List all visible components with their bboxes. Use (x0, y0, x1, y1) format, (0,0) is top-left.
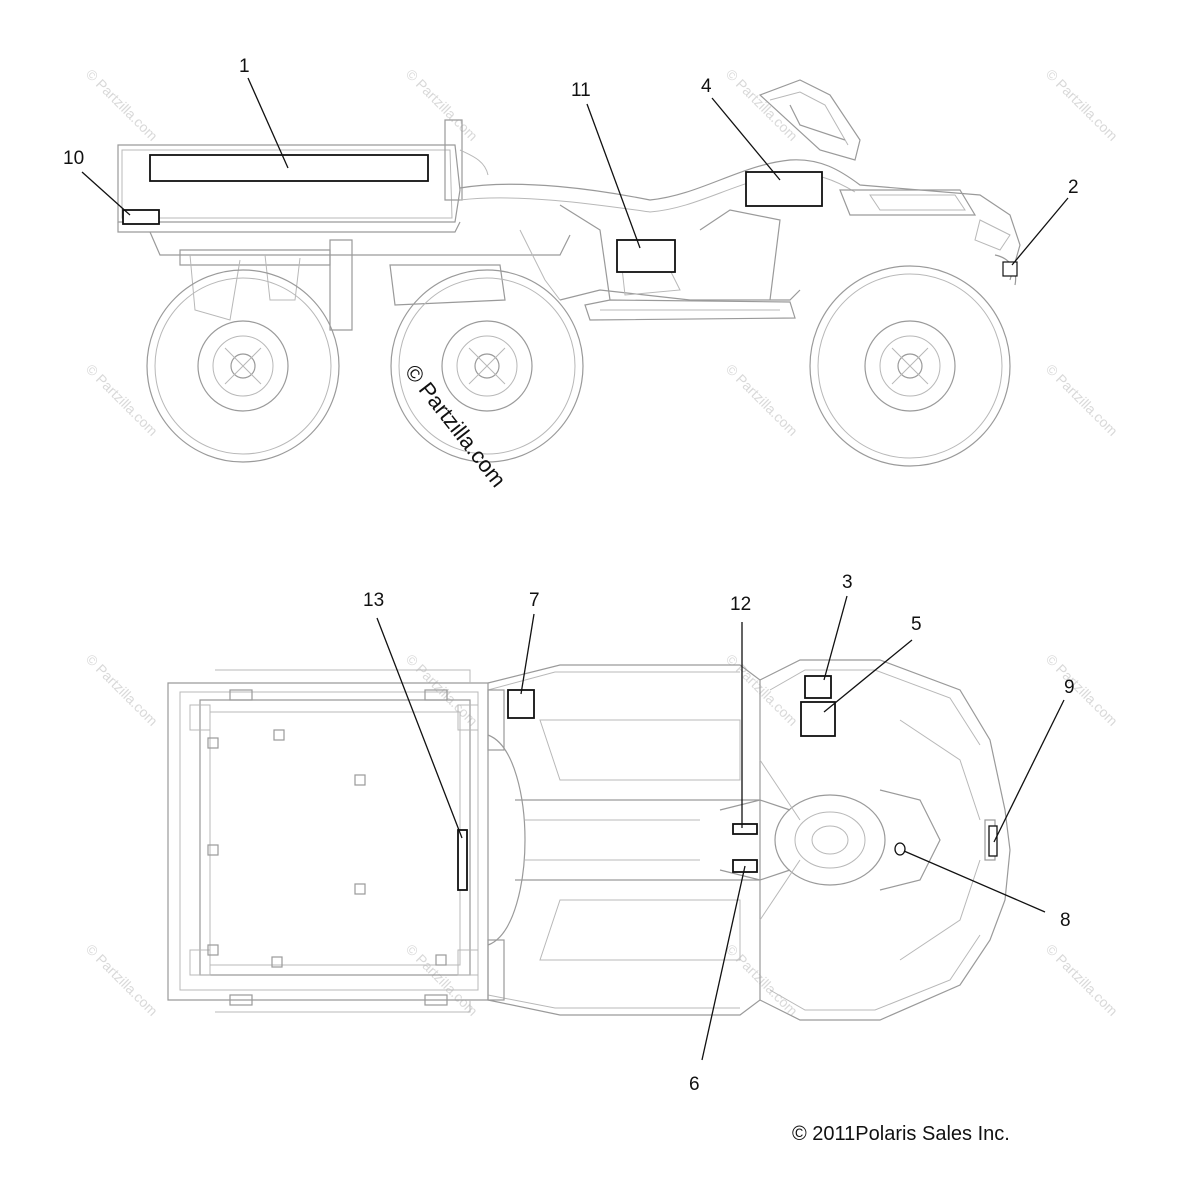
chassis (149, 229, 801, 331)
decal-2 (1002, 261, 1018, 277)
decal-8 (894, 842, 906, 856)
mid-section (487, 664, 761, 1016)
decal-11 (616, 239, 676, 273)
callout-6: 6 (689, 1074, 700, 1095)
leader-line-2 (1011, 197, 1069, 266)
decal-9 (988, 825, 998, 857)
wheel-rear-2 (390, 269, 584, 463)
decal-1 (149, 154, 429, 182)
cargo-box (117, 119, 489, 233)
watermark: © Partzilla.com (83, 651, 161, 729)
watermark: © Partzilla.com (1043, 941, 1121, 1019)
leader-line-13 (376, 617, 463, 839)
callout-1: 1 (239, 56, 250, 77)
top-view: 13 7 12 3 5 9 8 6 (167, 572, 1075, 1095)
watermark: © Partzilla.com (1043, 361, 1121, 439)
decal-3 (804, 675, 832, 699)
callout-4: 4 (701, 76, 712, 97)
leader-line-5 (823, 639, 913, 713)
callout-2: 2 (1068, 177, 1079, 198)
callout-5: 5 (911, 614, 922, 635)
callout-3: 3 (842, 572, 853, 593)
watermark: © Partzilla.com (83, 941, 161, 1019)
callout-12: 12 (730, 594, 751, 615)
callout-9: 9 (1064, 677, 1075, 698)
decal-4 (745, 171, 823, 207)
watermark: © Partzilla.com (403, 66, 481, 144)
leader-line-4 (711, 97, 781, 181)
leader-line-3 (823, 595, 848, 681)
watermark-layer: © Partzilla.com © Partzilla.com © Partzi… (83, 66, 1121, 1019)
watermark: © Partzilla.com (723, 66, 801, 144)
front-section (719, 659, 1011, 1021)
decal-13 (457, 829, 468, 891)
decal-12 (732, 823, 758, 835)
callout-10: 10 (63, 148, 84, 169)
watermark: © Partzilla.com (1043, 651, 1121, 729)
leader-line-10 (81, 171, 131, 216)
watermark: © Partzilla.com (1043, 66, 1121, 144)
leader-line-6 (701, 865, 746, 1061)
leader-line-8 (903, 850, 1046, 913)
watermark: © Partzilla.com (723, 941, 801, 1019)
cargo-bed (167, 669, 489, 1013)
watermark: © Partzilla.com (403, 941, 481, 1019)
decal-7 (507, 689, 535, 719)
wheel-rear-1 (146, 269, 340, 463)
center-watermark: © Partzilla.com (400, 360, 511, 492)
leader-line-9 (993, 699, 1065, 843)
watermark: © Partzilla.com (723, 651, 801, 729)
copyright-notice: © 2011Polaris Sales Inc. (792, 1123, 1010, 1145)
watermark: © Partzilla.com (83, 361, 161, 439)
callout-7: 7 (529, 590, 540, 611)
callout-13: 13 (363, 590, 384, 611)
wheel-front (809, 265, 1011, 467)
side-view: 1 10 11 4 2 © Partzilla.com (63, 56, 1079, 492)
atv-body (459, 79, 1021, 301)
watermark: © Partzilla.com (83, 66, 161, 144)
leader-line-7 (520, 613, 535, 695)
watermark: © Partzilla.com (723, 361, 801, 439)
leader-line-11 (586, 103, 641, 249)
callout-8: 8 (1060, 910, 1071, 931)
callout-11: 11 (571, 80, 591, 101)
leader-line-1 (247, 77, 289, 169)
decal-10 (122, 209, 160, 225)
